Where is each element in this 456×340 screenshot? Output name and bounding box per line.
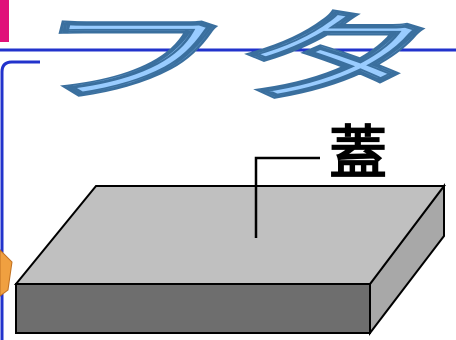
label-leader-line xyxy=(254,156,320,238)
lid-front-face xyxy=(15,283,371,334)
part-label: 蓋 xyxy=(329,119,387,187)
slide-title: フタ xyxy=(13,2,451,115)
frame-left-bracket xyxy=(0,60,40,340)
orange-ornament xyxy=(0,249,13,297)
lid-top-face xyxy=(13,185,447,285)
lid-shape xyxy=(13,183,447,336)
frame-pink-accent xyxy=(0,0,9,42)
